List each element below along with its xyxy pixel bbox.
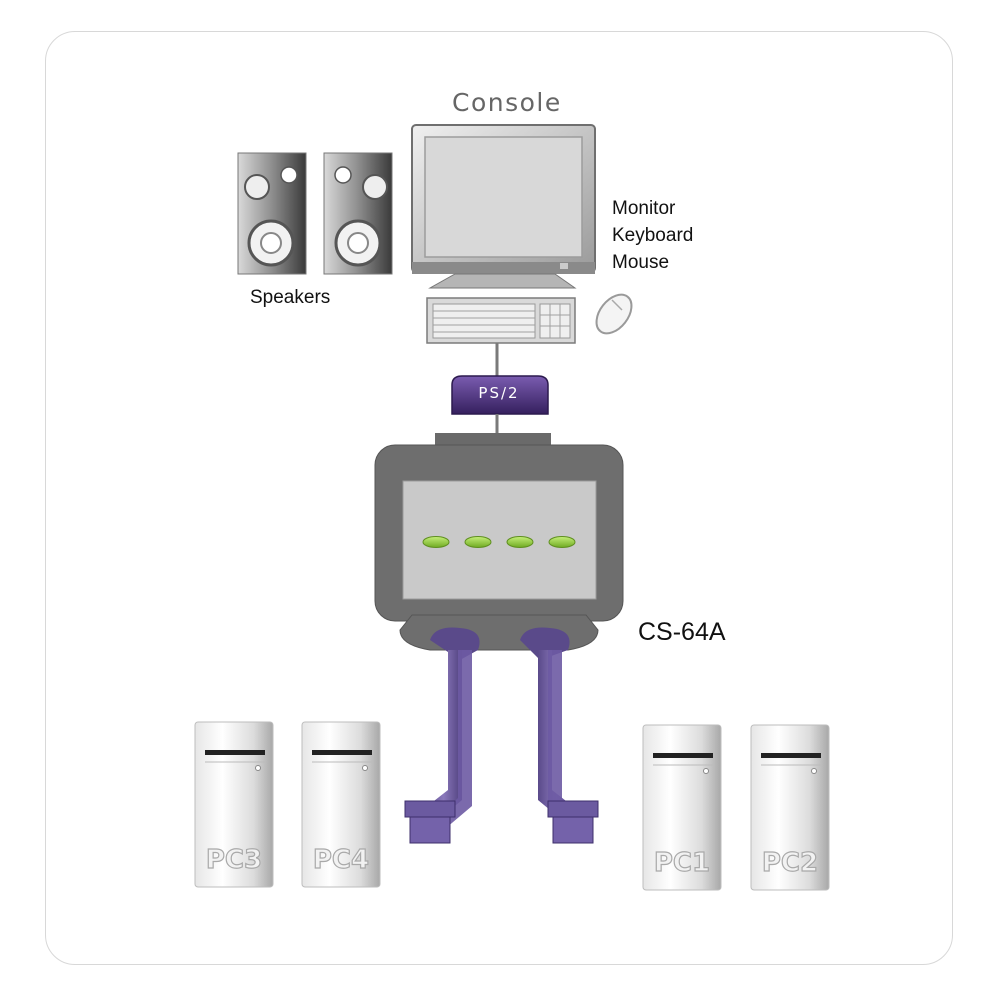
- monitor-icon: [411, 124, 596, 289]
- pc-cable-left: [404, 627, 480, 844]
- switch-model-label: CS-64A: [638, 618, 726, 646]
- pc1-tower-icon: [642, 724, 722, 891]
- speaker-right-icon: [323, 152, 393, 275]
- console-label: Console: [452, 88, 562, 117]
- console-item-monitor: Monitor: [612, 198, 676, 219]
- pc2-label: PC2: [761, 847, 819, 878]
- console-item-mouse: Mouse: [612, 252, 670, 273]
- port-led-2: [464, 536, 492, 548]
- console-items-list: Monitor Keyboard Mouse: [612, 195, 693, 276]
- speakers-label: Speakers: [250, 287, 331, 308]
- port-led-1: [422, 536, 450, 548]
- ps2-label: PS/2: [478, 384, 520, 402]
- port-led-4: [548, 536, 576, 548]
- pc3-label: PC3: [205, 844, 263, 875]
- ps2-connector-icon: [451, 375, 549, 415]
- pc3-tower-icon: [194, 721, 274, 888]
- pc4-tower-icon: [301, 721, 381, 888]
- port-led-3: [506, 536, 534, 548]
- mouse-icon: [595, 293, 633, 335]
- pc4-label: PC4: [312, 844, 370, 875]
- kvm-switch-icon: [374, 433, 624, 651]
- keyboard-icon: [426, 297, 576, 344]
- pc1-label: PC1: [653, 847, 711, 878]
- pc2-tower-icon: [750, 724, 830, 891]
- pc-cable-right: [520, 627, 599, 844]
- speaker-left-icon: [237, 152, 307, 275]
- console-item-keyboard: Keyboard: [612, 225, 694, 246]
